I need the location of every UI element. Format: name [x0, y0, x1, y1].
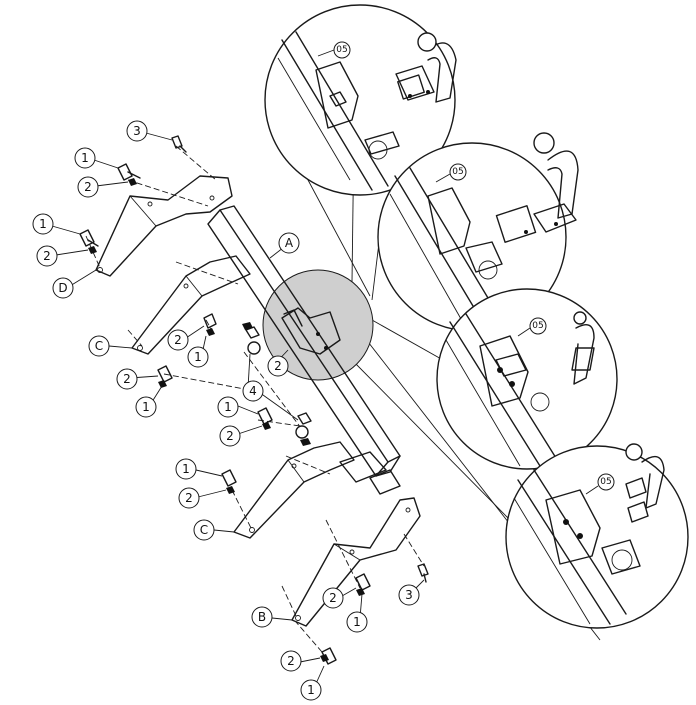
svg-text:2: 2 [174, 333, 182, 347]
callout-A: A [278, 232, 300, 254]
svg-text:2: 2 [123, 372, 131, 386]
callout-2-center: 2 [267, 355, 289, 377]
svg-text:1: 1 [224, 400, 232, 414]
svg-text:2: 2 [329, 591, 337, 605]
callout-05-detail-4: 05 [597, 473, 615, 491]
detail-view-4: 05 [505, 443, 689, 629]
callout-1-mid: 1 [217, 396, 239, 418]
callout-1-left: 1 [135, 396, 157, 418]
svg-text:2: 2 [84, 180, 92, 194]
callout-2-top: 2 [77, 176, 99, 198]
callout-2-d: 2 [36, 245, 58, 267]
svg-text:1: 1 [182, 462, 190, 476]
detail-view-3: 05 [436, 288, 618, 470]
callout-1-d: 1 [32, 213, 54, 235]
callout-C-lower: C [193, 519, 215, 541]
callout-05-detail-3: 05 [529, 317, 547, 335]
callout-D: D [52, 277, 74, 299]
callout-1-b: 1 [346, 611, 368, 633]
svg-text:1: 1 [81, 151, 89, 165]
svg-text:3: 3 [405, 588, 413, 602]
svg-text:2: 2 [226, 429, 234, 443]
svg-text:1: 1 [39, 217, 47, 231]
callout-2-bottom: 2 [280, 650, 302, 672]
svg-text:2: 2 [185, 491, 193, 505]
callout-4: 4 [242, 380, 264, 402]
callout-2-c-lower: 2 [178, 487, 200, 509]
svg-text:1: 1 [307, 683, 315, 697]
detail-view-1: 05 [264, 4, 457, 196]
callout-leaders [51, 132, 425, 689]
svg-text:2: 2 [274, 359, 282, 373]
callout-05-detail-2: 05 [449, 163, 467, 181]
svg-text:05: 05 [336, 45, 347, 55]
svg-text:D: D [58, 281, 67, 295]
callout-2-b: 2 [322, 587, 344, 609]
callout-1-c-lower: 1 [175, 458, 197, 480]
callout-1-c-upper: 1 [187, 346, 209, 368]
callout-1-bottom: 1 [300, 679, 322, 701]
svg-text:3: 3 [133, 124, 141, 138]
svg-text:C: C [95, 339, 103, 353]
callout-05-detail-1: 05 [333, 41, 351, 59]
callout-B: B [251, 606, 273, 628]
callout-2-c-upper: 2 [167, 329, 189, 351]
svg-text:05: 05 [452, 167, 463, 177]
callout-2-left: 2 [116, 368, 138, 390]
svg-text:4: 4 [249, 384, 257, 398]
svg-text:C: C [200, 523, 208, 537]
callout-C-upper: C [88, 335, 110, 357]
callout-2-mid: 2 [219, 425, 241, 447]
svg-text:05: 05 [532, 321, 543, 331]
callout-3-bottom: 3 [398, 584, 420, 606]
highlight-circle [262, 269, 374, 381]
svg-text:1: 1 [142, 400, 150, 414]
svg-text:2: 2 [43, 249, 51, 263]
svg-text:A: A [285, 236, 294, 250]
assembly-dashed-lines [85, 145, 425, 653]
svg-text:1: 1 [353, 615, 361, 629]
svg-text:1: 1 [194, 350, 202, 364]
svg-text:2: 2 [287, 654, 295, 668]
svg-text:B: B [258, 610, 266, 624]
svg-text:05: 05 [600, 477, 611, 487]
fasteners [79, 135, 429, 665]
main-crossbar-assembly [95, 175, 421, 627]
callout-labels: 3 1 2 1 2 D A C 2 1 2 1 4 2 1 2 1 2 C B … [32, 120, 420, 701]
detail-view-2: 05 [377, 132, 579, 332]
callout-1-top: 1 [74, 147, 96, 169]
callout-3-top: 3 [126, 120, 148, 142]
